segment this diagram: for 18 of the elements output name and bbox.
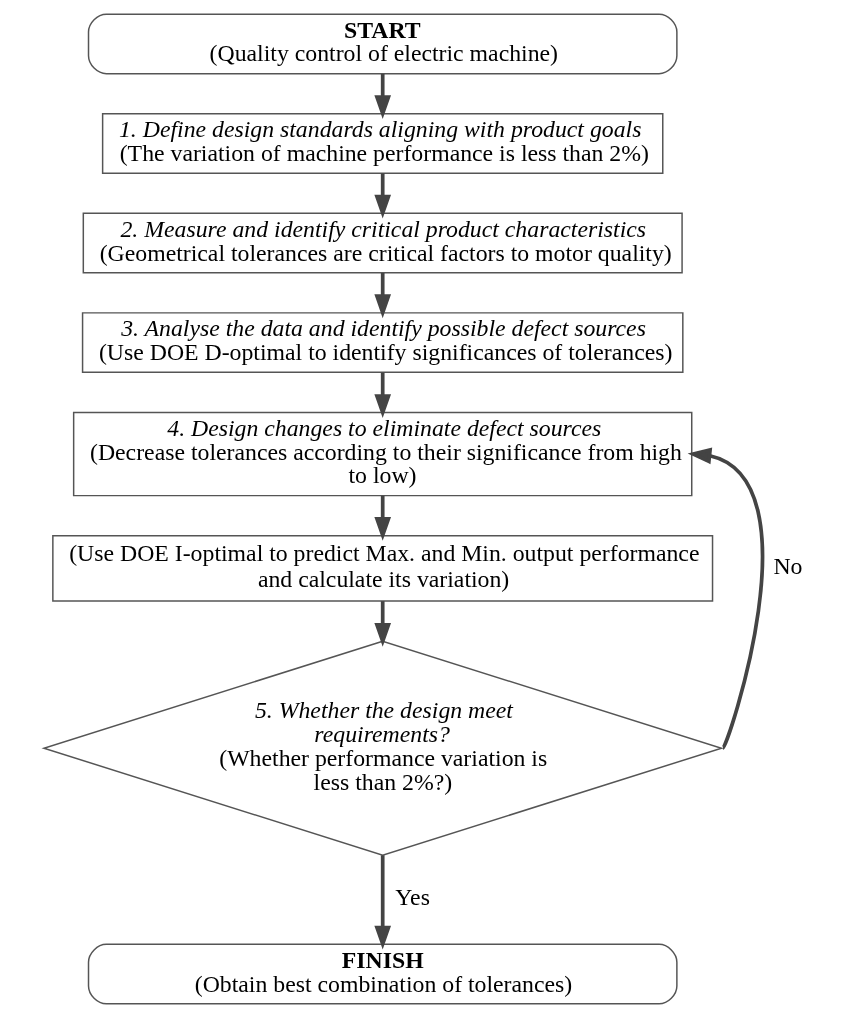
arrow (373, 372, 391, 419)
arrow (373, 855, 391, 950)
edge-label: No (772, 553, 802, 580)
node-box: FINISH (Obtain best combination of tolerances) (87, 943, 678, 1005)
node-box: (Use DOE I-optimal to predict Max. and Min. output performance and calculate its variation) (51, 535, 713, 602)
arrow (687, 447, 764, 750)
edge-label: Yes (394, 884, 430, 911)
node-box: 4. Design changes to eliminate defect sources (Decrease tolerances according to their significance from high to low) (72, 411, 692, 497)
node-box: 1. Define design standards aligning with product goals (The variation of machine performance is less than 2%) (101, 113, 663, 174)
arrow (373, 73, 391, 120)
node-box: START (Quality control of electric machine) (87, 13, 678, 75)
arrow (373, 173, 391, 219)
arrow (373, 495, 391, 541)
node-diamond: 5. Whether the design meet requirements? (Whether performance variation is less than 2%?) (40, 640, 724, 856)
node-box: 2. Measure and identify critical product characteristics (Geometrical tolerances are critical factors to motor quality) (82, 212, 683, 274)
arrow (373, 601, 391, 647)
arrow (373, 273, 391, 319)
node-box: 3. Analyse the data and identify possible defect sources (Use DOE D-optimal to identify significances of tolerances) (81, 312, 684, 374)
